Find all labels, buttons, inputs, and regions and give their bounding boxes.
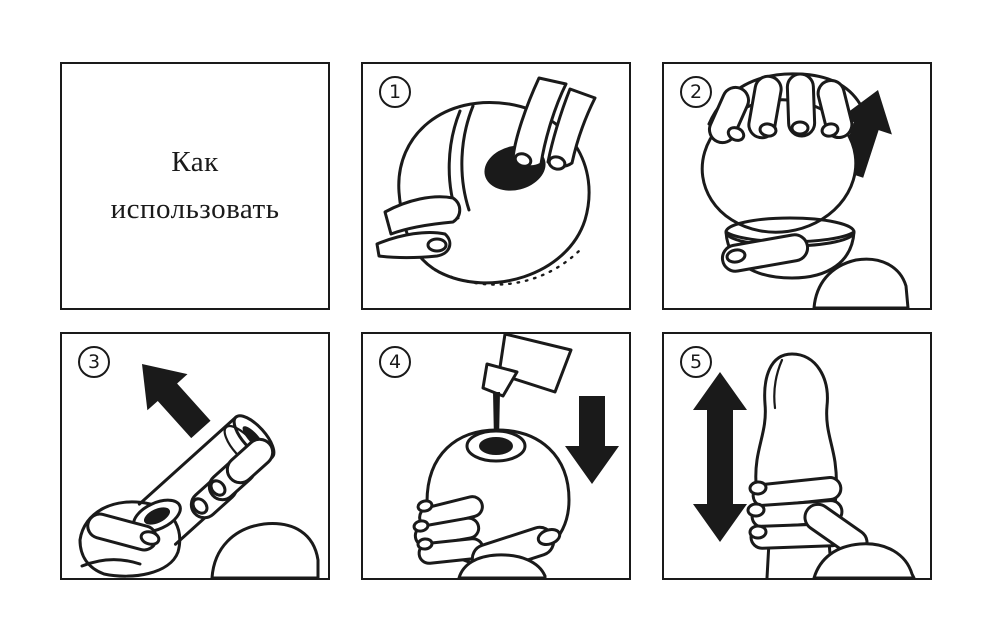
step-1-number-badge: 1 xyxy=(379,76,411,108)
lower-hand xyxy=(720,233,910,308)
panel-step-1: 1 xyxy=(361,62,631,310)
panel-step-2: 2 xyxy=(662,62,932,310)
title-line-2: использовать xyxy=(110,193,280,225)
arrow-up-down-icon xyxy=(693,372,747,542)
arrow-up-left-icon xyxy=(142,364,211,439)
step-2-number-badge: 2 xyxy=(680,76,712,108)
step-5-number-badge: 5 xyxy=(680,346,712,378)
illustration-step-5 xyxy=(693,352,916,578)
panel-step-3: 3 xyxy=(60,332,330,580)
step-3-number-badge: 3 xyxy=(78,346,110,378)
panel-step-4: 4 xyxy=(361,332,631,580)
upper-hand xyxy=(707,72,862,145)
lubricant-stream xyxy=(493,392,500,440)
title-line-1: Как xyxy=(171,146,219,178)
right-hand xyxy=(189,437,320,578)
arrow-down-icon xyxy=(565,396,619,484)
illustration-step-2 xyxy=(700,72,910,308)
holding-hand xyxy=(412,495,562,578)
lubricant-bottle xyxy=(481,334,573,398)
gripping-hand xyxy=(746,476,916,578)
left-hand xyxy=(375,195,462,259)
page-title: Как использовать xyxy=(62,64,328,308)
illustration-step-4 xyxy=(412,334,619,578)
illustration-step-3 xyxy=(78,364,320,578)
illustration-step-1 xyxy=(375,76,597,286)
panel-intro: Как использовать xyxy=(60,62,330,310)
step-4-number-badge: 4 xyxy=(379,346,411,378)
right-hand xyxy=(511,76,597,171)
left-hand xyxy=(80,512,161,568)
panel-step-5: 5 xyxy=(662,332,932,580)
